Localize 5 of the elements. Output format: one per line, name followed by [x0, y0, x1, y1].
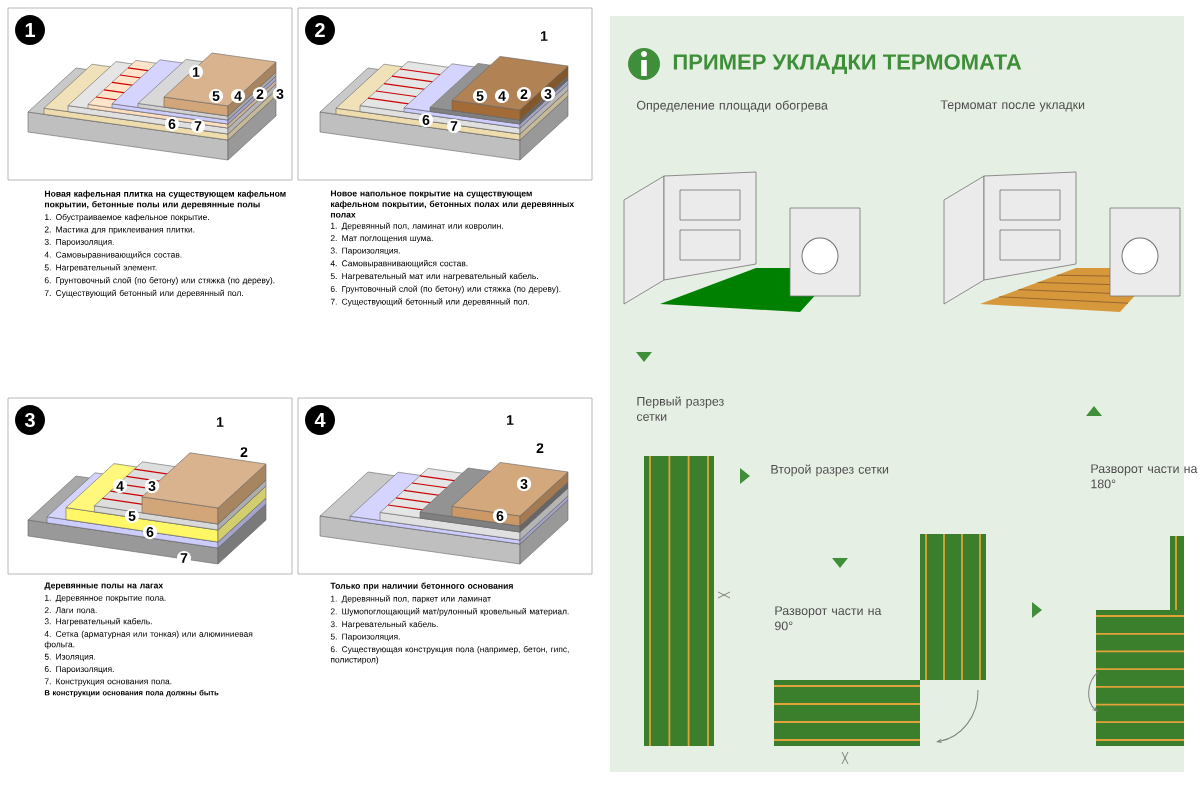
step-number: 1	[15, 15, 45, 45]
step-number: 3	[15, 405, 45, 435]
step-number: 2	[305, 15, 335, 45]
title: ПРИМЕР УКЛАДКИ ТЕРМОМАТА	[673, 54, 1022, 74]
step-number: 4	[305, 405, 335, 435]
